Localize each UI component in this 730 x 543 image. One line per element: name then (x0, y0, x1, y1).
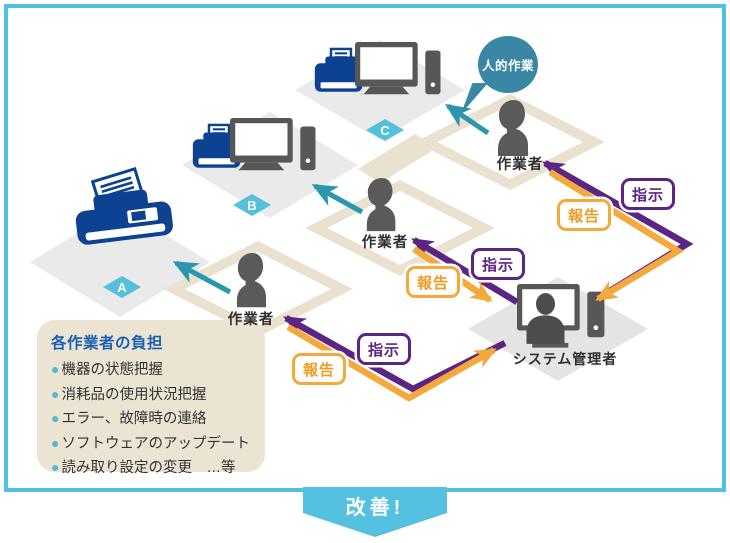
report-badge-worker-b: 報告 (406, 266, 460, 298)
burden-item-text: 読み取り設定の変更 …等 (61, 460, 236, 476)
device-a-badge: A (103, 276, 141, 298)
speech-bubble: 人的作業 (478, 36, 538, 93)
admin-workstation-icon (517, 284, 605, 348)
report-badge-worker-c: 報告 (557, 199, 611, 231)
operate-arrows (172, 103, 490, 295)
arrow-worker-to-device-b (311, 183, 364, 215)
device-a-letter: A (117, 279, 127, 295)
device-c-letter: C (380, 122, 390, 138)
walkway-ring-worker-a (163, 241, 353, 337)
admin-label: システム管理者 (512, 351, 618, 367)
device-b-badge: B (233, 194, 271, 216)
bullet-icon: ● (51, 459, 60, 475)
instruction-badge-worker-a: 指示 (357, 333, 411, 365)
instruction-badge-worker-c: 指示 (621, 178, 675, 210)
burden-item-text: 消耗品の使用状況把握 (61, 386, 207, 403)
instruction-arrow-to-worker-b (411, 237, 519, 305)
worker-icons (236, 100, 528, 308)
worker-burden-box: 各作業者の負担 ●機器の状態把握 ●消耗品の使用状況把握 ●エラー、故障時の連絡… (37, 320, 265, 476)
burden-box-title: 各作業者の負担 (51, 335, 164, 352)
arrow-worker-to-device-a (172, 260, 232, 295)
burden-item-text: 機器の状態把握 (61, 362, 163, 378)
report-badge-worker-a: 報告 (292, 353, 346, 385)
bullet-icon: ● (51, 410, 60, 426)
computer-b-icon (230, 118, 316, 171)
improvement-banner-text: 改善! (345, 497, 405, 519)
computer-c-icon (355, 42, 441, 95)
burden-item-text: ソフトウェアのアップデート (61, 435, 250, 452)
burden-item: ●エラー、故障時の連絡 (51, 407, 251, 432)
device-icons (75, 42, 605, 348)
bullet-icon: ● (51, 385, 60, 402)
burden-item: ●消耗品の使用状況把握 (51, 383, 251, 408)
report-arrow-from-worker-a (286, 324, 497, 402)
device-c-badge: C (366, 119, 404, 141)
bullet-icon: ● (51, 361, 60, 377)
burden-item-text: エラー、故障時の連絡 (61, 411, 207, 427)
burden-item: ●機器の状態把握 (51, 358, 251, 383)
instruction-badge-worker-b: 指示 (471, 248, 525, 280)
arrow-worker-to-device-c (444, 103, 490, 136)
worker-a-label: 作業者 (227, 312, 275, 328)
walkway-connector (358, 134, 437, 183)
report-arrow-from-worker-c (548, 169, 685, 302)
bullet-icon: ● (51, 434, 60, 451)
burden-item: ●読み取り設定の変更 …等 (51, 456, 251, 481)
worker-b-label: 作業者 (361, 235, 409, 251)
worker-b-icon (366, 177, 396, 232)
worker-c-icon (498, 100, 528, 156)
speech-bubble-text: 人的作業 (481, 59, 534, 73)
worker-a-icon (236, 252, 267, 308)
worker-c-label: 作業者 (496, 157, 544, 173)
scanner-icon (75, 166, 173, 245)
device-b-letter: B (247, 197, 257, 213)
burden-item: ●ソフトウェアのアップデート (51, 432, 251, 457)
